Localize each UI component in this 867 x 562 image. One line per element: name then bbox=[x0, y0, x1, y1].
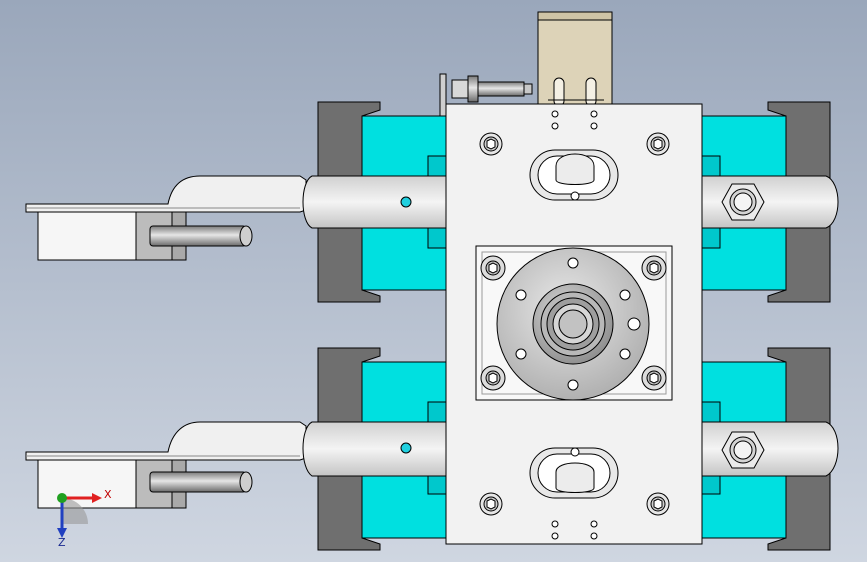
screw-top-left bbox=[479, 132, 503, 156]
proximity-sensor bbox=[439, 73, 533, 117]
hex-nuts bbox=[721, 183, 765, 469]
top-sensor-bracket bbox=[537, 11, 613, 107]
axis-x-label: X bbox=[104, 488, 112, 501]
small-holes bbox=[551, 110, 598, 540]
screw-top-right bbox=[646, 132, 670, 156]
coordinate-triad: X Z bbox=[57, 488, 112, 549]
clamp-bar-bottom-left bbox=[302, 421, 447, 477]
bearing-flange bbox=[496, 247, 650, 401]
slot-bottom bbox=[529, 447, 619, 499]
plate-screws bbox=[479, 132, 670, 516]
slot-top bbox=[529, 149, 619, 201]
left-actuator-top bbox=[25, 175, 307, 261]
screw-bottom-right bbox=[646, 492, 670, 516]
clamp-bar-top-left bbox=[302, 175, 447, 229]
screw-bottom-left bbox=[479, 492, 503, 516]
oblong-slots bbox=[529, 149, 619, 499]
left-actuator-bottom bbox=[25, 421, 307, 509]
axis-z-label: Z bbox=[58, 536, 66, 549]
pocket-screws bbox=[480, 255, 667, 391]
